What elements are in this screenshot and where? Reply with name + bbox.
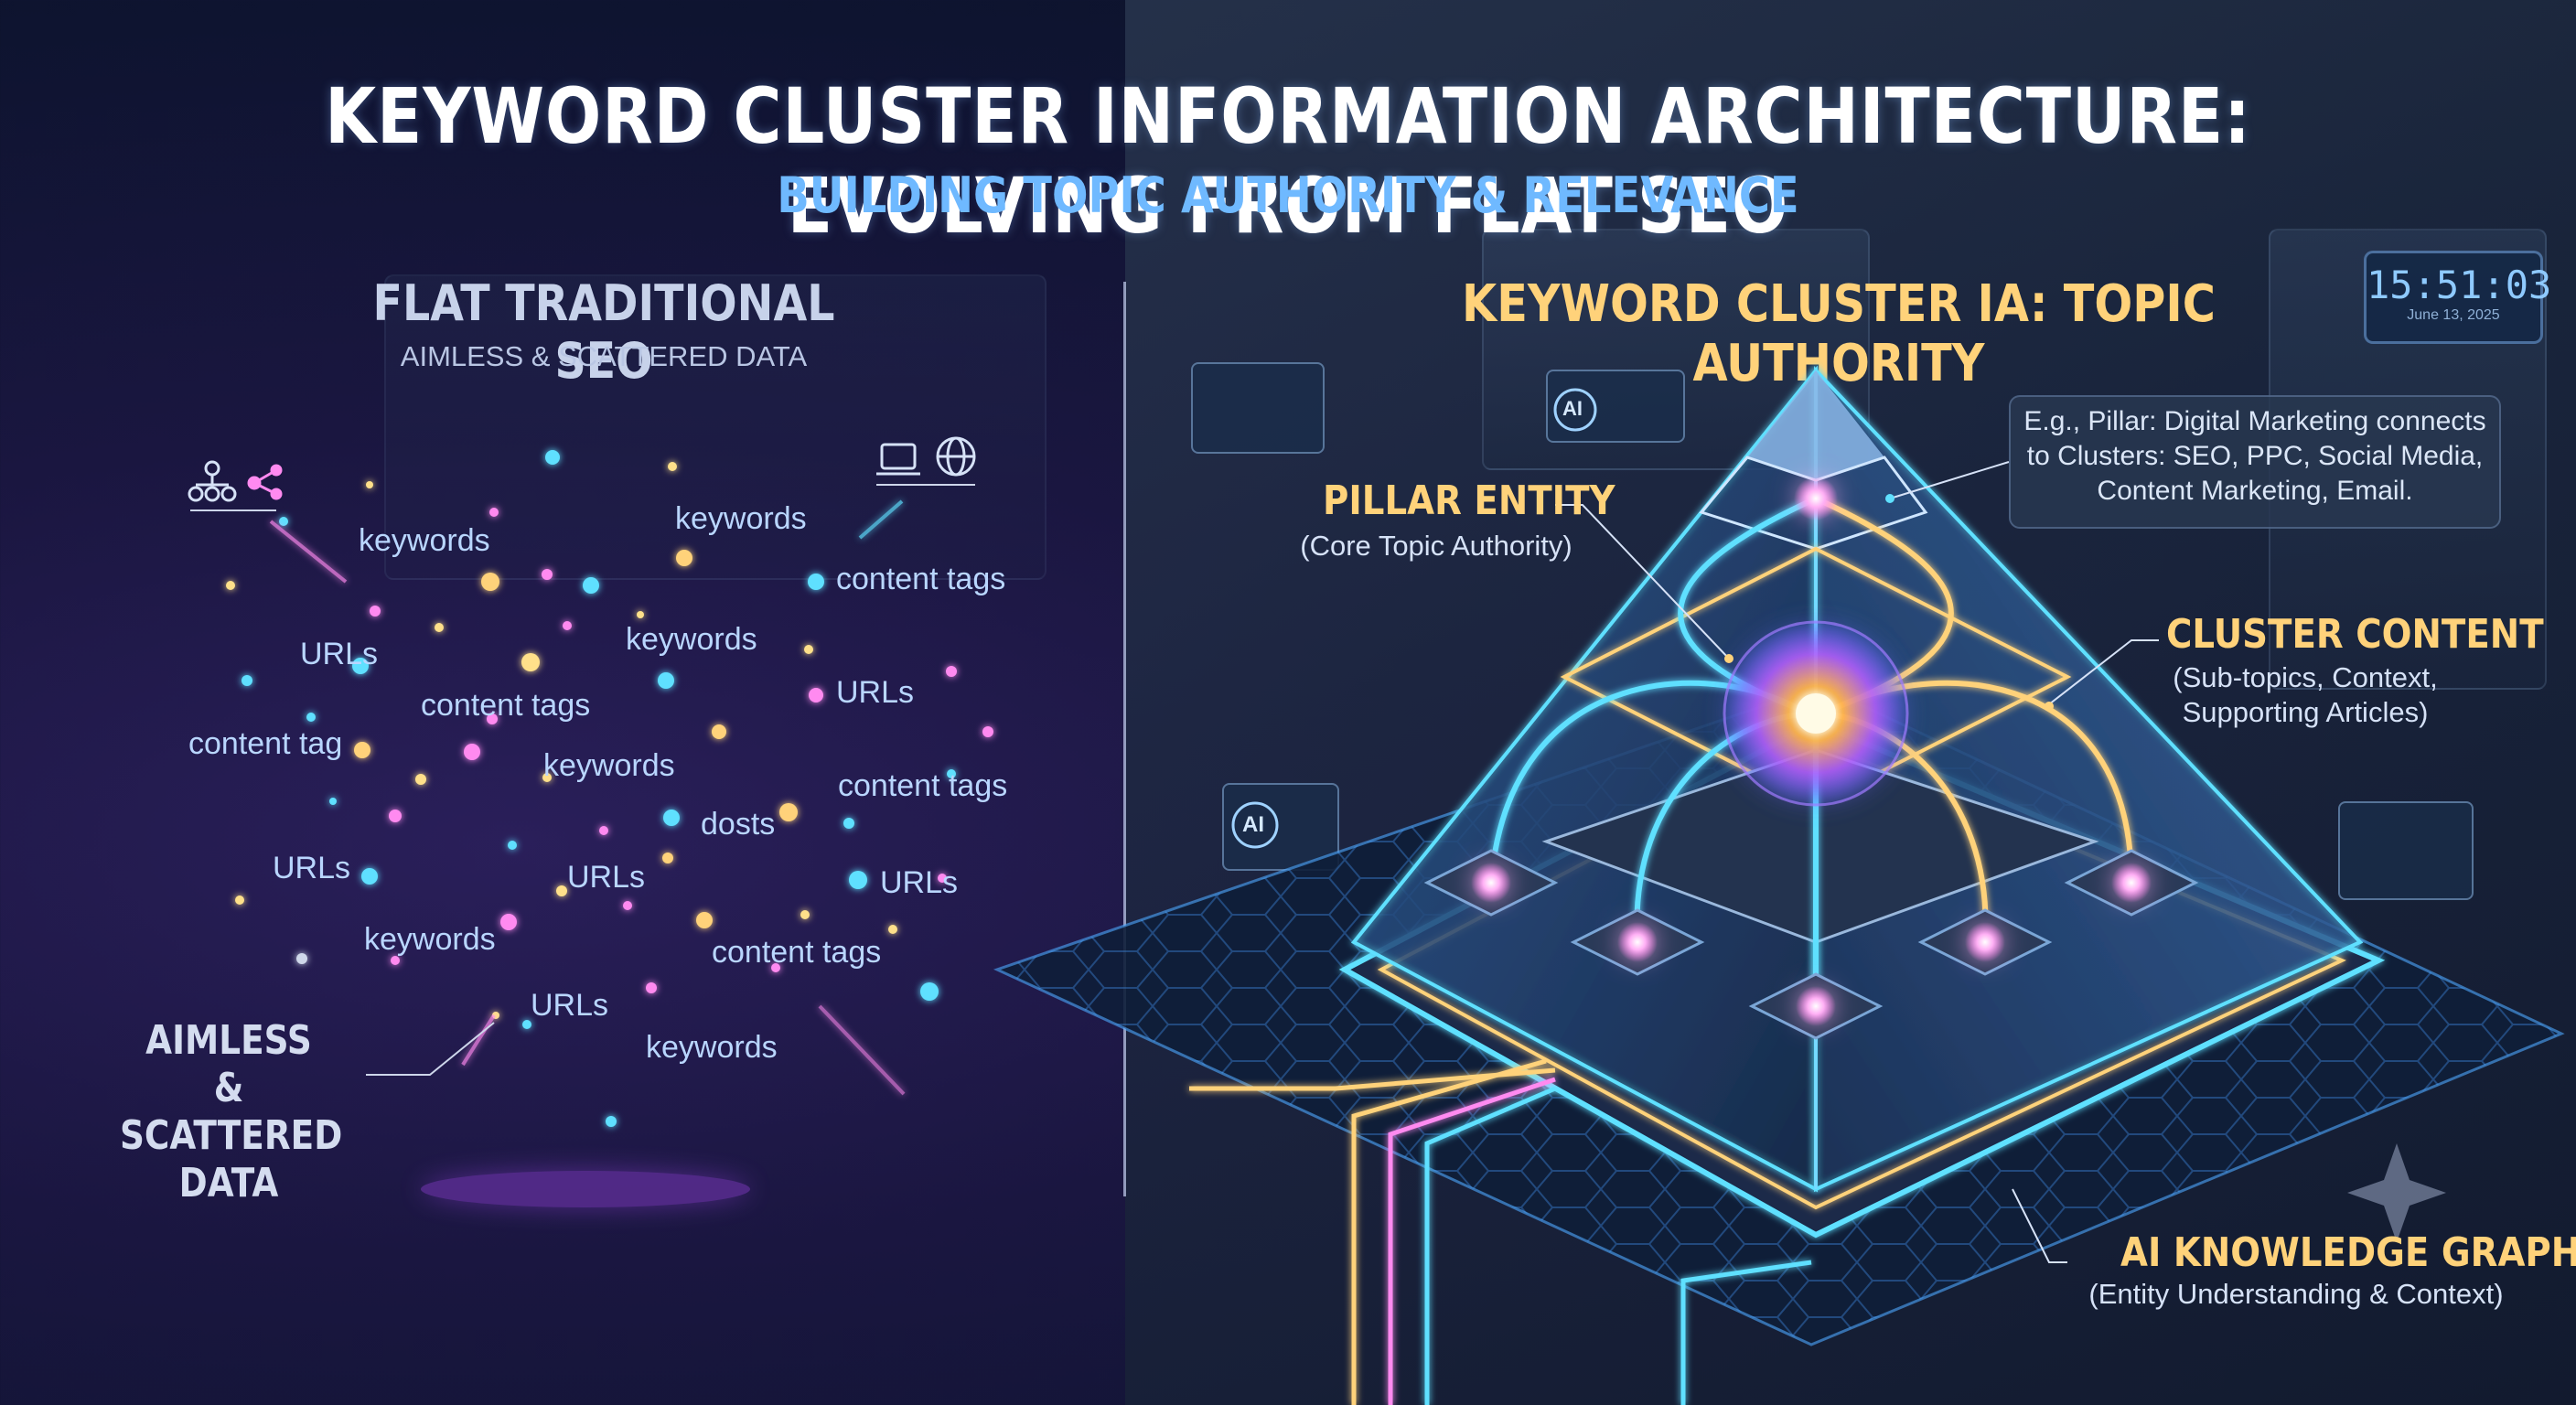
hud-panel bbox=[1222, 783, 1339, 871]
scatter-label: keywords bbox=[364, 922, 496, 957]
ai-badge: AI bbox=[1242, 812, 1264, 837]
cluster-content-title: CLUSTER CONTENT bbox=[2166, 611, 2544, 658]
right-heading: KEYWORD CLUSTER IA: TOPIC AUTHORITY bbox=[1462, 274, 2216, 393]
clock-time: 15:51:03 bbox=[2367, 263, 2552, 307]
knowledge-graph-sub: (Entity Understanding & Context) bbox=[2088, 1278, 2504, 1310]
hud-panel bbox=[2338, 801, 2474, 900]
clock-date: June 13, 2025 bbox=[2407, 307, 2500, 323]
scatter-label: keywords bbox=[543, 748, 675, 783]
scatter-label: URLs bbox=[836, 675, 915, 710]
ai-badge: AI bbox=[1562, 397, 1583, 420]
scatter-label: URLs bbox=[300, 637, 379, 671]
scatter-label: URLs bbox=[531, 988, 609, 1023]
scatter-label: content tags bbox=[421, 688, 591, 723]
knowledge-graph-title: AI KNOWLEDGE GRAPH bbox=[2120, 1229, 2576, 1276]
left-subheading: AIMLESS & SCATTERED DATA bbox=[400, 340, 808, 372]
scatter-label: content tag bbox=[188, 726, 343, 761]
scatter-label: content tags bbox=[836, 562, 1006, 596]
pillar-entity-sub: (Core Topic Authority) bbox=[1300, 530, 1572, 562]
page-title: KEYWORD CLUSTER INFORMATION ARCHITECTURE… bbox=[325, 71, 2251, 251]
scatter-label: keywords bbox=[646, 1030, 778, 1065]
left-heading: FLAT TRADITIONAL SEO bbox=[372, 274, 835, 390]
hud-panel bbox=[1546, 370, 1685, 443]
scatter-label: dosts bbox=[701, 807, 776, 842]
hud-panel bbox=[1191, 362, 1325, 454]
section-divider bbox=[1123, 282, 1126, 1196]
scatter-label: content tags bbox=[838, 768, 1008, 803]
scatter-label: URLs bbox=[273, 851, 351, 885]
scatter-label: keywords bbox=[626, 622, 757, 657]
scatter-label: URLs bbox=[880, 865, 959, 900]
scatter-label: URLs bbox=[567, 860, 646, 895]
scatter-label: content tags bbox=[712, 935, 882, 970]
cluster-content-sub: (Sub-topics, Context, Supporting Article… bbox=[2173, 661, 2438, 728]
page-subtitle: BUILDING TOPIC AUTHORITY & RELEVANCE bbox=[777, 166, 1799, 224]
scatter-label: keywords bbox=[359, 523, 490, 558]
wall-clock: 15:51:03 June 13, 2025 bbox=[2364, 251, 2552, 344]
wall-panel bbox=[384, 274, 1046, 580]
pillar-entity-title: PILLAR ENTITY bbox=[1323, 477, 1615, 524]
aimless-label: AIMLESS & SCATTERED DATA bbox=[120, 1017, 343, 1207]
scatter-label: keywords bbox=[675, 501, 807, 536]
example-box: E.g., Pillar: Digital Marketing connects… bbox=[2009, 395, 2501, 529]
